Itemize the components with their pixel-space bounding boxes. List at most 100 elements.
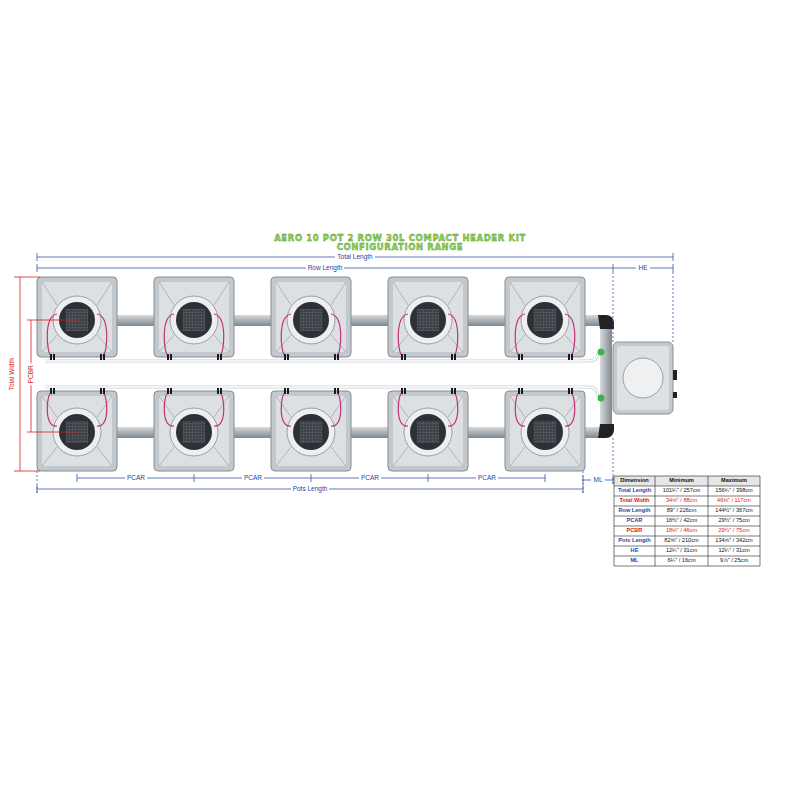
net-pot bbox=[293, 302, 329, 338]
pot-lid bbox=[170, 408, 218, 456]
pot-lid bbox=[404, 408, 452, 456]
pot-bevel bbox=[159, 396, 229, 466]
table-header: Maximum bbox=[721, 478, 747, 484]
dimension-label: Total Width bbox=[9, 356, 16, 392]
drip-line bbox=[398, 393, 458, 426]
table-cell: 16½" / 42cm bbox=[666, 518, 697, 524]
table-cell: 18⅛" / 46cm bbox=[666, 528, 697, 534]
net-pot bbox=[176, 414, 212, 450]
table-rule bbox=[655, 476, 656, 566]
pot-body bbox=[505, 391, 585, 471]
extension-line bbox=[37, 438, 613, 493]
drip-line bbox=[164, 393, 224, 426]
net-pot bbox=[410, 414, 446, 450]
pot-rim bbox=[159, 396, 229, 466]
connector-nub bbox=[284, 388, 286, 394]
table-rule bbox=[614, 496, 760, 497]
connector-nub bbox=[284, 354, 286, 360]
tank-lid bbox=[617, 346, 669, 410]
dim-line bbox=[583, 476, 613, 484]
pot bbox=[505, 277, 585, 360]
mesh-basket bbox=[183, 421, 205, 443]
table-header: Dimension bbox=[620, 478, 649, 484]
connector-nub bbox=[334, 354, 336, 360]
dim-line bbox=[27, 320, 77, 432]
drip-line bbox=[515, 314, 575, 355]
connector-nub bbox=[451, 388, 453, 394]
mesh-basket bbox=[417, 309, 439, 331]
drip-line bbox=[281, 393, 341, 426]
dimension-label: PCBR bbox=[28, 363, 35, 385]
tank-body bbox=[613, 342, 673, 414]
dimension-label: PCAR bbox=[476, 475, 498, 482]
header-tank bbox=[613, 342, 677, 414]
pot-rim bbox=[510, 396, 580, 466]
pot-lid bbox=[287, 408, 335, 456]
table-header: Minimum bbox=[669, 478, 694, 484]
table-rule bbox=[614, 556, 760, 557]
table-cell: Total Width bbox=[620, 498, 650, 504]
connector-nub bbox=[454, 354, 456, 360]
table-rule bbox=[760, 476, 761, 566]
pot-lid bbox=[287, 296, 335, 344]
net-pot bbox=[527, 414, 563, 450]
connector-nub bbox=[521, 354, 523, 360]
dim-line bbox=[77, 474, 545, 482]
connector-nub bbox=[217, 354, 219, 360]
net-pot bbox=[176, 302, 212, 338]
pot-lid bbox=[170, 296, 218, 344]
dim-line bbox=[14, 277, 40, 471]
connector-nub bbox=[404, 354, 406, 360]
table-rule bbox=[614, 566, 760, 567]
mesh-basket bbox=[534, 421, 556, 443]
pot-lid bbox=[404, 296, 452, 344]
pot-lid bbox=[521, 408, 569, 456]
drip-line bbox=[281, 314, 341, 355]
connector-nub bbox=[518, 354, 520, 360]
dim-line bbox=[37, 264, 613, 272]
pot bbox=[505, 388, 585, 471]
connector-nub bbox=[521, 388, 523, 394]
table-cell: Total Length bbox=[618, 488, 651, 494]
table-rule bbox=[614, 506, 760, 507]
pot-rim bbox=[42, 396, 112, 466]
connector-nub bbox=[170, 354, 172, 360]
pot-bevel bbox=[276, 396, 346, 466]
dimension-label: PCAR bbox=[359, 475, 381, 482]
drip-line bbox=[164, 314, 224, 355]
connector-nub bbox=[401, 354, 403, 360]
pot bbox=[154, 277, 234, 360]
table-cell: 144½" / 367cm bbox=[715, 508, 752, 514]
table-cell: 101¼" / 257cm bbox=[663, 488, 700, 494]
pot-body bbox=[271, 391, 351, 471]
pot-rim bbox=[393, 396, 463, 466]
mesh-basket bbox=[183, 309, 205, 331]
dimension-table bbox=[614, 476, 760, 566]
drip-line bbox=[515, 393, 575, 426]
table-rule bbox=[614, 486, 760, 487]
table-cell: 12¼" / 31cm bbox=[666, 548, 697, 554]
table-cell: 156¾" / 398cm bbox=[715, 488, 752, 494]
tank-outlet bbox=[673, 392, 677, 398]
table-rule bbox=[614, 516, 760, 517]
connector-nub bbox=[571, 388, 573, 394]
pot bbox=[271, 277, 351, 360]
connector-nub bbox=[100, 388, 102, 394]
table-cell: 134⅝" / 342cm bbox=[715, 538, 752, 544]
drip-line bbox=[47, 393, 107, 426]
pot-lid bbox=[521, 296, 569, 344]
net-pot bbox=[410, 302, 446, 338]
table-cell: Row Length bbox=[618, 508, 650, 514]
table-cell: 29½" / 75cm bbox=[718, 518, 749, 524]
pot-rim bbox=[276, 396, 346, 466]
pot-bevel bbox=[510, 396, 580, 466]
pot-body bbox=[271, 277, 351, 357]
pot bbox=[37, 388, 117, 471]
dim-line bbox=[37, 253, 673, 261]
table-cell: PCBR bbox=[627, 528, 643, 534]
connector-nub bbox=[103, 354, 105, 360]
table-cell: Pots Length bbox=[618, 538, 650, 544]
pot bbox=[37, 277, 117, 360]
table-header-bg bbox=[614, 476, 760, 486]
